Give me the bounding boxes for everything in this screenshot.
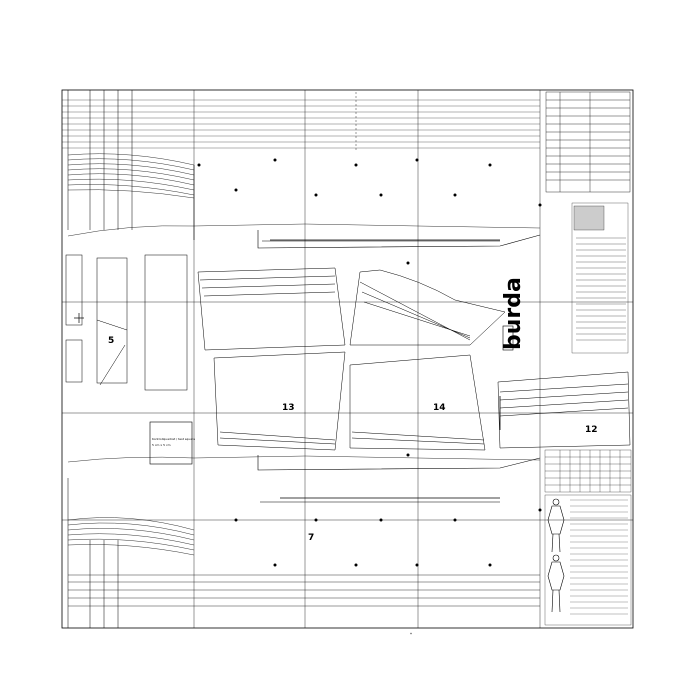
- test-square: Kontrollquadrat / test square 5 cm x 5 c…: [149, 421, 195, 465]
- left-strip-pieces: [65, 254, 188, 391]
- legend-table: [545, 91, 631, 193]
- cross-marker-icon: [74, 313, 84, 323]
- center-upper-pieces: [197, 267, 506, 451]
- page-marker: *: [410, 632, 412, 637]
- large-panels: [193, 165, 541, 503]
- grainlines: [270, 239, 501, 499]
- test-square-label: Kontrollquadrat / test square: [152, 437, 195, 441]
- piece-number-7: 7: [308, 533, 314, 543]
- notch-marks: [197, 158, 542, 567]
- burda-logo: burda: [501, 277, 526, 351]
- piece-number-13: 13: [282, 403, 295, 413]
- piece-numbers: 13 14 12 7 5: [108, 336, 598, 543]
- piece-number-12: 12: [585, 425, 598, 435]
- lower-left-curves: [67, 455, 541, 607]
- piece-number-5: 5: [108, 336, 114, 346]
- figure-illustrations: [547, 498, 565, 613]
- brand-text: burda: [501, 277, 526, 350]
- piece-number-14: 14: [433, 403, 446, 413]
- test-square-size: 5 cm x 5 cm: [152, 443, 171, 447]
- size-chart-text-lines: [570, 499, 628, 615]
- right-pieces: [497, 371, 631, 449]
- instruction-column: [571, 202, 629, 354]
- sheet-border: [61, 89, 634, 629]
- upper-left-curves: [67, 153, 541, 237]
- size-chart: [544, 449, 632, 626]
- top-band-lines: [62, 99, 540, 149]
